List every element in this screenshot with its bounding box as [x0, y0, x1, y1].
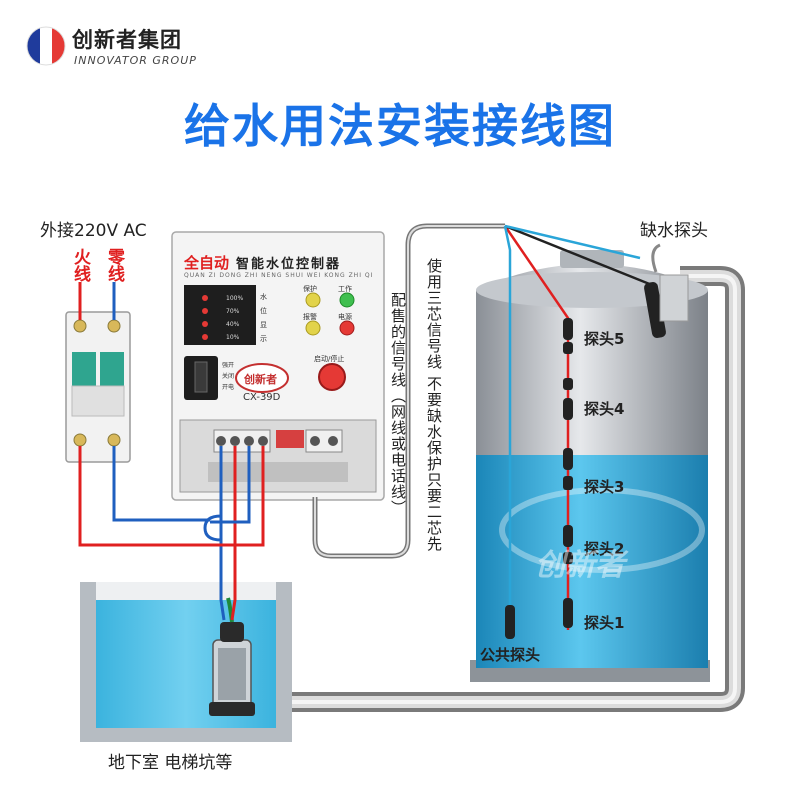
header-logo	[22, 22, 222, 72]
probe-4-label: 探头4	[584, 400, 625, 418]
water-pipe	[230, 266, 745, 712]
signal-line-note: 配售的信号线（网线或电话线）	[389, 292, 407, 516]
basement-label: 地下室 电梯坑等	[108, 753, 233, 773]
switch-label-list: 强开 关闭 开电	[222, 362, 235, 391]
probe-2-label: 探头2	[584, 540, 625, 558]
circuit-breaker	[65, 311, 131, 463]
shortage-probe-label: 缺水探头	[640, 221, 708, 241]
power-label: 外接220V AC	[40, 221, 147, 241]
controller-logo: 创新者	[244, 373, 277, 386]
pump-wires	[198, 446, 265, 621]
live-wire-label: 火线	[70, 248, 90, 282]
probe-5-label: 探头5	[584, 330, 625, 348]
probe-1-label: 探头1	[584, 614, 625, 632]
shortage-probe	[644, 243, 689, 338]
probe-stack	[505, 318, 573, 639]
basement-pit	[80, 582, 292, 742]
controller-title-red: 全自动	[184, 254, 230, 272]
probe-3-label: 探头3	[584, 478, 625, 496]
brand-name: 创新者集团	[72, 28, 182, 52]
neutral-wire-label: 零线	[104, 248, 124, 282]
france-flag-icon	[26, 26, 66, 66]
three-core-note: 使用三芯信号线 不要缺水保护只要二芯先	[425, 258, 443, 552]
start-stop-label: 启动/停止	[314, 355, 345, 363]
brand-name-en: INNOVATOR GROUP	[74, 54, 197, 67]
led-label-alarm: 报警	[303, 313, 317, 321]
display-label-list: 水 位 显 示	[260, 293, 267, 343]
submersible-pump	[209, 597, 255, 716]
page-title: 给水用法安装接线图	[184, 99, 616, 153]
led-label-power: 电源	[338, 313, 352, 321]
power-wires	[78, 282, 210, 547]
controller-title: 智能水位控制器	[236, 257, 342, 272]
controller-model: CX-39D	[243, 392, 281, 403]
led-label-work: 工作	[338, 285, 352, 293]
controller-subtitle: QUAN ZI DONG ZHI NENG SHUI WEI KONG ZHI …	[184, 272, 374, 279]
led-label-protect: 保护	[303, 285, 317, 293]
tank-logo: 创新者	[535, 548, 625, 583]
common-probe-label: 公共探头	[480, 646, 541, 664]
level-percent-list: 100% 70% 40% 10%	[226, 295, 244, 341]
controller-box	[171, 231, 385, 501]
